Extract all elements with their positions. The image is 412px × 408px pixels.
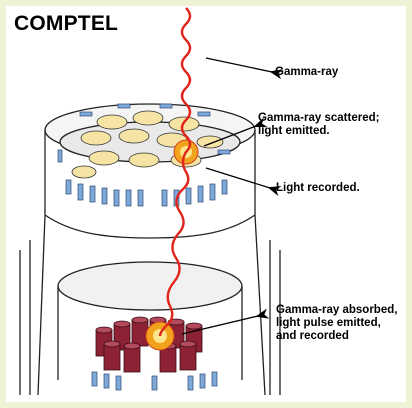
label-light-recorded: Light recorded.	[276, 182, 360, 195]
gamma-ray-arrow	[206, 58, 272, 72]
lower-pmt-tubes	[92, 372, 217, 390]
light-recorded-arrow	[206, 168, 270, 188]
label-gamma-ray-absorbed: Gamma-ray absorbed, light pulse emitted,…	[276, 304, 397, 343]
label-gamma-ray-scattered: Gamma-ray scattered; light emitted.	[258, 112, 379, 138]
diagram-title: COMPTEL	[14, 12, 118, 36]
label-gamma-ray: Gamma-ray	[275, 66, 338, 79]
lower-detector-housing	[20, 215, 280, 395]
